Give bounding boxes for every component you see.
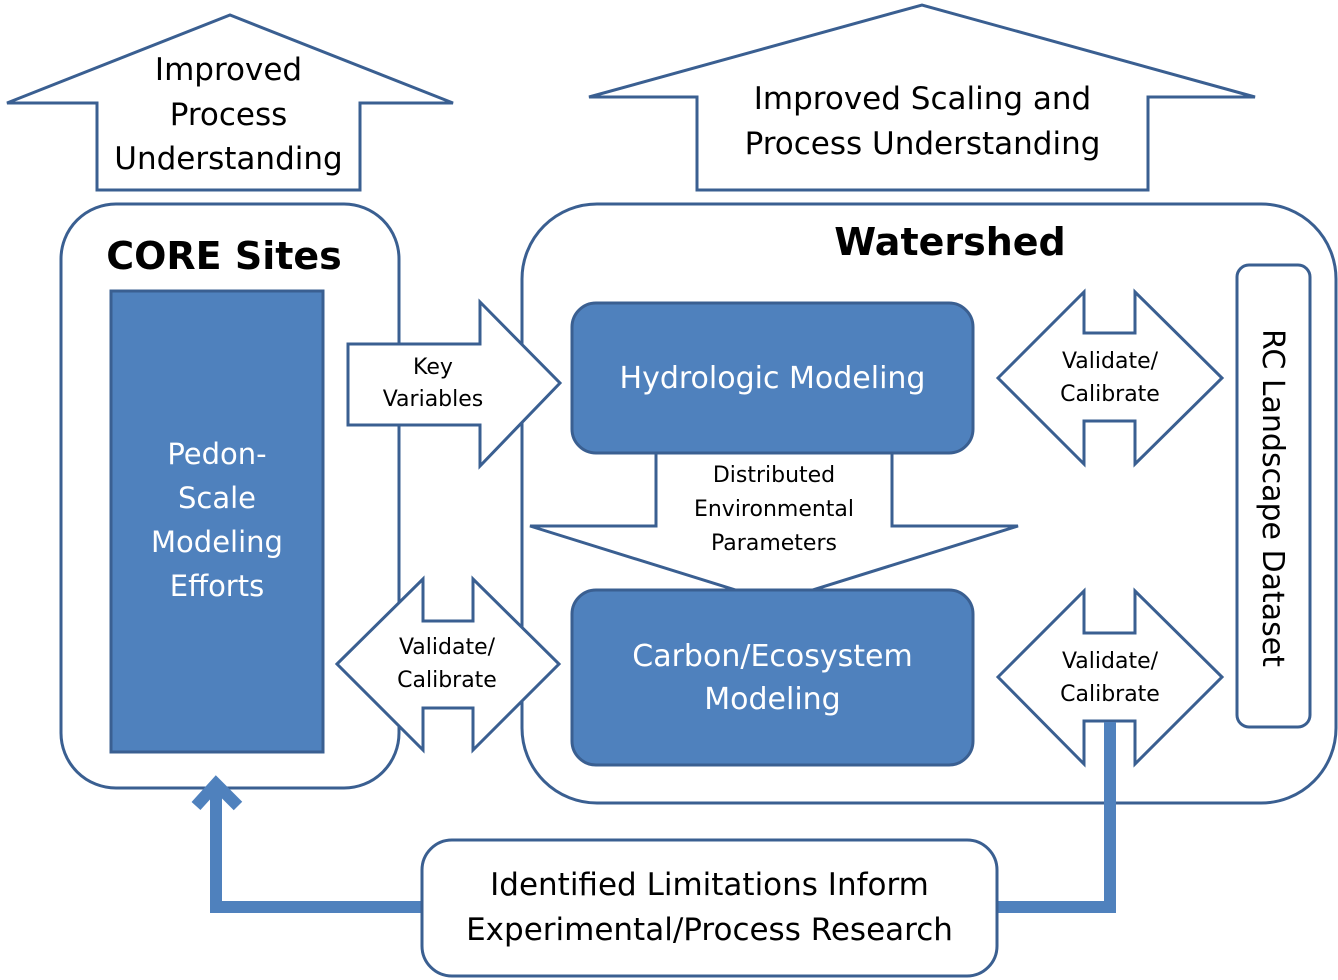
improved-scaling-label: Improved Scaling and Process Understandi… bbox=[744, 81, 1101, 162]
validate-left-label: Validate/ Calibrate bbox=[397, 635, 497, 693]
watershed-title: Watershed bbox=[834, 219, 1066, 264]
validate-right-bottom-label: Validate/ Calibrate bbox=[1060, 649, 1160, 707]
feedback-label: Identified Limitations Inform Experiment… bbox=[466, 867, 953, 948]
validate-right-bottom-arrow bbox=[995, 587, 1225, 768]
core-sites-title: CORE Sites bbox=[106, 233, 342, 278]
pedon-label: Pedon- Scale Modeling Efforts bbox=[151, 436, 283, 604]
improved-process-arrow bbox=[6, 13, 454, 192]
feedback-box bbox=[420, 838, 999, 978]
key-variables-label: Key Variables bbox=[382, 355, 484, 412]
improved-process-label: Improved Process Understanding bbox=[114, 51, 343, 178]
hydrologic-box bbox=[570, 301, 975, 455]
validate-right-top-arrow bbox=[995, 288, 1225, 468]
validate-right-top-label: Validate/ Calibrate bbox=[1060, 349, 1160, 407]
feedback-arrowhead bbox=[191, 775, 243, 811]
key-variables-arrow bbox=[346, 298, 563, 470]
pedon-box bbox=[109, 289, 325, 754]
rc-dataset-box bbox=[1235, 263, 1312, 729]
validate-left-arrow bbox=[334, 575, 562, 754]
rc-dataset-label: RC Landscape Dataset bbox=[1255, 328, 1291, 667]
carbon-box bbox=[570, 588, 975, 767]
carbon-label: Carbon/Ecosystem Modeling bbox=[632, 638, 913, 718]
improved-scaling-arrow bbox=[588, 3, 1256, 192]
distributed-label: Distributed Environmental Parameters bbox=[693, 462, 855, 557]
hydrologic-label: Hydrologic Modeling bbox=[619, 360, 926, 396]
